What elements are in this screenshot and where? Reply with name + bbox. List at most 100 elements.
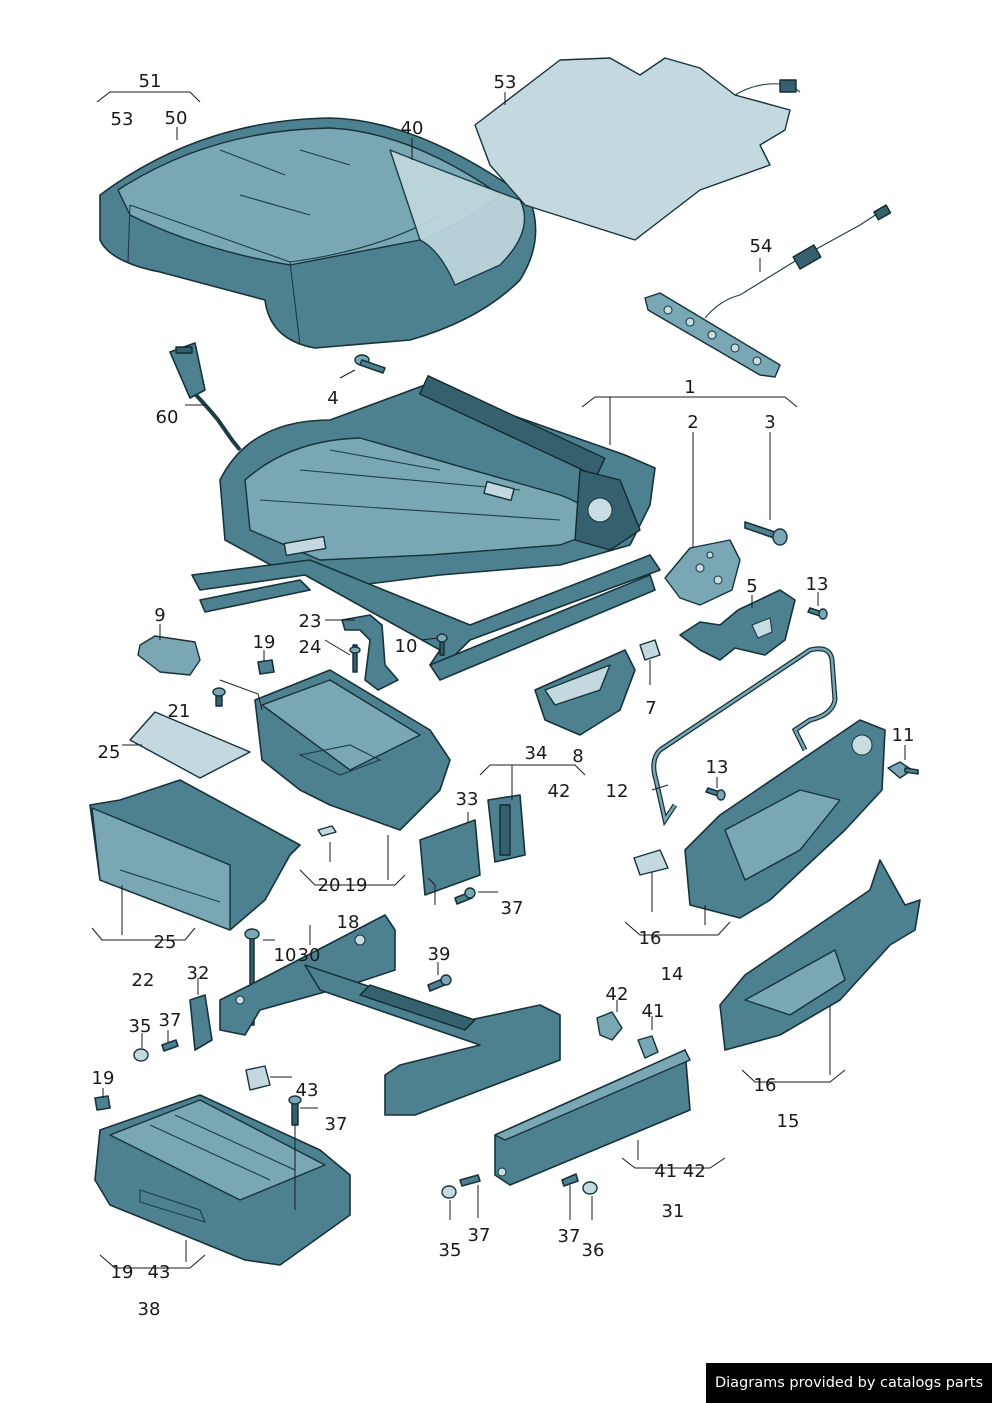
callout-labels: 51 53 50 40 53 54 4 60 1 2 3 5 13 9 23 2… [92, 71, 915, 1320]
callout-label: 24 [299, 637, 322, 658]
bracket-5 [679, 589, 796, 661]
callout-label: 19 [345, 875, 368, 896]
callout-label: 16 [639, 928, 662, 949]
storage-drawer-38 [94, 1094, 351, 1266]
callout-label: 8 [572, 746, 583, 767]
callout-label: 25 [154, 932, 177, 953]
callout-label: 21 [168, 701, 191, 722]
callout-label: 38 [138, 1299, 161, 1320]
callout-label: 16 [754, 1075, 777, 1096]
occupancy-sensor-mat [644, 204, 892, 378]
clip-41 [637, 1035, 659, 1059]
callout-label: 37 [501, 898, 524, 919]
push-pin-11 [887, 761, 919, 779]
credit-banner: Diagrams provided by catalogs parts [706, 1363, 992, 1403]
callout-label: 14 [661, 964, 684, 985]
bracket-23 [341, 614, 399, 691]
callout-label: 42 [548, 781, 571, 802]
callout-label: 60 [156, 407, 179, 428]
storage-box-upper [254, 669, 451, 831]
callout-label: 31 [662, 1201, 685, 1222]
callout-label: 13 [706, 757, 729, 778]
rail-trim-31 [494, 1049, 691, 1186]
callout-label: 20 [318, 875, 341, 896]
drawer-22 [89, 779, 301, 931]
callout-label: 42 [606, 984, 629, 1005]
callout-label: 19 [253, 632, 276, 653]
cap-35 [133, 1048, 457, 1199]
bolt-4 [354, 354, 386, 374]
callout-label: 13 [806, 574, 829, 595]
callout-label: 32 [187, 963, 210, 984]
seat-cushion [99, 117, 537, 349]
callout-label: 51 [139, 71, 162, 92]
side-cover-14 [684, 719, 886, 919]
clip-43 [245, 1065, 271, 1091]
callout-label: 1 [684, 377, 695, 398]
callout-label: 23 [299, 611, 322, 632]
side-cover-15 [719, 859, 921, 1051]
side-trim-8 [534, 649, 636, 736]
callout-label: 18 [337, 912, 360, 933]
callout-label: 22 [132, 970, 155, 991]
callout-label: 4 [327, 388, 338, 409]
callout-label: 5 [746, 576, 757, 597]
clip-7 [639, 639, 661, 661]
callout-label: 37 [325, 1114, 348, 1135]
callout-label: 50 [165, 108, 188, 129]
heating-mat [474, 57, 801, 241]
callout-label: 40 [401, 118, 424, 139]
fastener-21 [212, 687, 226, 707]
callout-label: 35 [129, 1016, 152, 1037]
callout-label: 43 [296, 1080, 319, 1101]
screw-3 [744, 521, 788, 546]
callout-label: 54 [750, 236, 773, 257]
callout-label: 7 [645, 698, 656, 719]
callout-label: 36 [582, 1240, 605, 1261]
callout-label: 10 [274, 945, 297, 966]
bracket-32 [189, 994, 213, 1051]
callout-label: 41 [642, 1001, 665, 1022]
cap-36 [582, 1181, 598, 1195]
screw-37 [161, 887, 579, 1187]
leader-lines [91, 91, 906, 1269]
insulation-pad-25 [129, 711, 251, 779]
clip-20 [317, 825, 337, 837]
seat-belt-buckle [169, 342, 242, 452]
callout-label: 9 [154, 605, 165, 626]
clip-42 [596, 1011, 623, 1041]
bracket-33 [419, 819, 481, 896]
bolt-24 [349, 644, 361, 673]
callout-label: 35 [439, 1240, 462, 1261]
callout-label: 37 [159, 1010, 182, 1031]
callout-label: 30 [298, 945, 321, 966]
clip-16 [633, 849, 669, 876]
callout-label: 11 [892, 725, 915, 746]
trim-clip-9 [137, 635, 201, 676]
callout-label: 2 [687, 412, 698, 433]
callout-label: 12 [606, 781, 629, 802]
callout-label: 53 [111, 109, 134, 130]
seat-frame [191, 375, 661, 681]
callout-label: 34 [525, 743, 548, 764]
callout-label: 25 [98, 742, 121, 763]
callout-label: 53 [494, 72, 517, 93]
callout-label: 19 [92, 1068, 115, 1089]
callout-label: 43 [148, 1262, 171, 1283]
callout-label: 37 [468, 1225, 491, 1246]
callout-label: 10 [395, 636, 418, 657]
screw-39 [427, 974, 452, 992]
callout-label: 33 [456, 789, 479, 810]
screw-13 [705, 607, 828, 801]
callout-label: 39 [428, 944, 451, 965]
callout-label: 37 [558, 1226, 581, 1247]
recliner-plate [664, 539, 741, 606]
callout-label: 19 [111, 1262, 134, 1283]
callout-label: 41 42 [654, 1161, 706, 1182]
callout-label: 15 [777, 1111, 800, 1132]
bracket-34 [487, 794, 526, 863]
wire-frame-12 [651, 646, 838, 827]
sub-frame-30 [219, 914, 561, 1116]
fastener-19 [94, 659, 275, 1111]
